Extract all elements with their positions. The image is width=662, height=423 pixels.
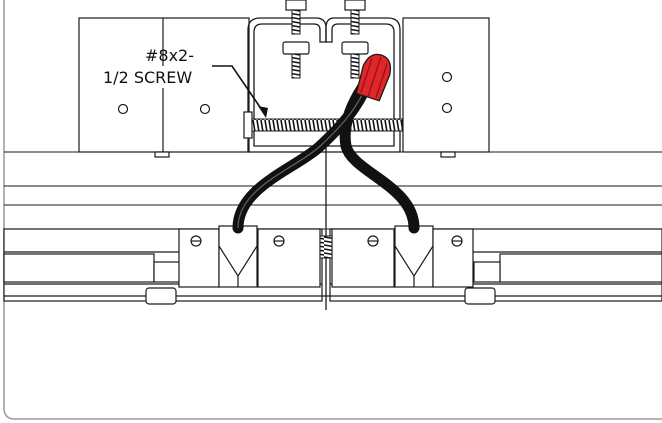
callout-line-2: 1/2 SCREW — [103, 68, 192, 87]
callout-backdrop — [100, 66, 212, 88]
slotted-screw-icon — [190, 235, 463, 247]
callout-line-1: #8x2- — [145, 46, 194, 65]
panel-frame — [3, 0, 662, 420]
wire-left-highlight — [237, 81, 369, 229]
callout-leader — [212, 65, 267, 117]
connector-block-right — [331, 225, 474, 288]
mounting-screw — [243, 111, 403, 139]
wire-right — [339, 76, 420, 234]
connector-block-left — [178, 225, 321, 288]
junction-bracket — [247, 17, 401, 310]
wire-nut — [355, 53, 392, 102]
right-mounting-block — [402, 17, 490, 158]
top-bolt-left — [282, 0, 310, 79]
coupler — [319, 235, 333, 259]
mounting-rails — [4, 151, 662, 230]
callout-arrowhead — [258, 106, 268, 118]
top-bolt-right — [341, 0, 369, 79]
